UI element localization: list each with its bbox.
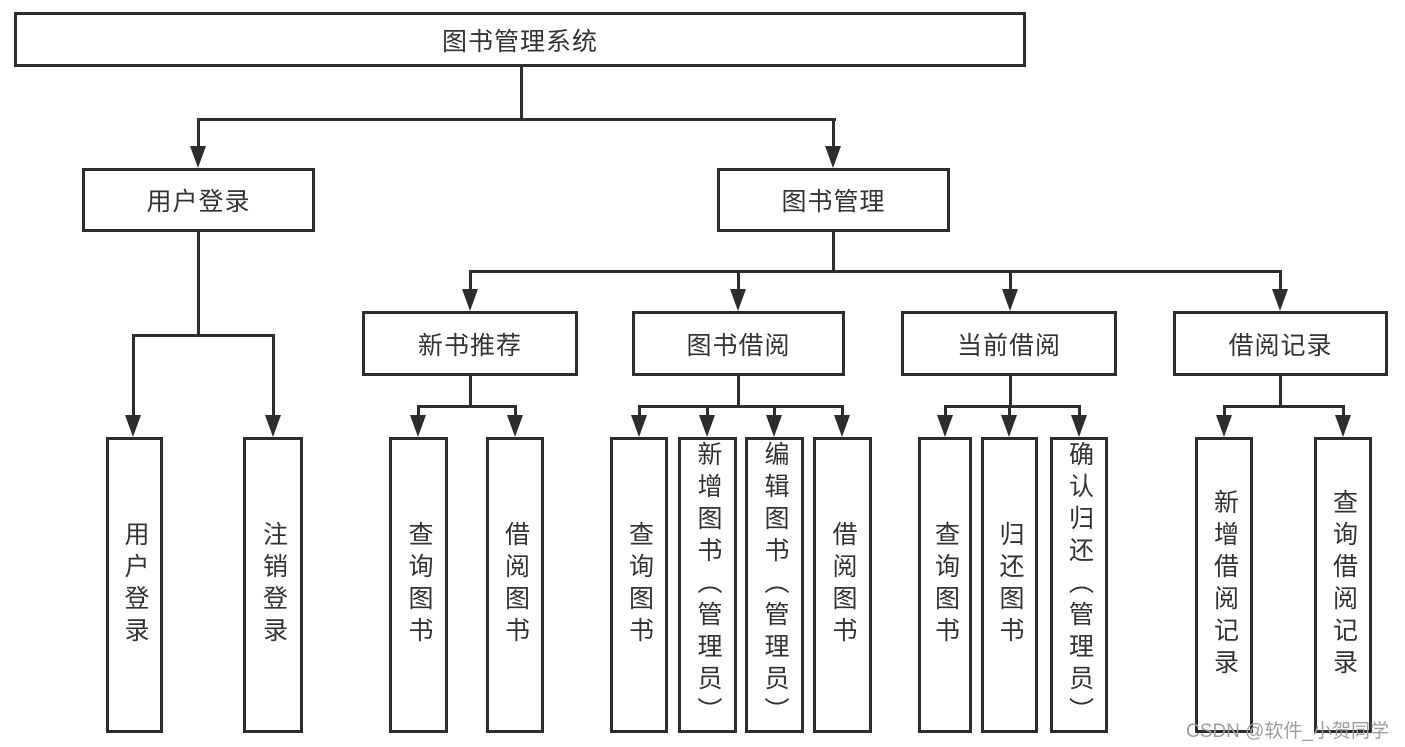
node-leaf-user-login: 用户登录: [106, 437, 163, 733]
arrow-down-icon: [1001, 415, 1017, 437]
connector-line: [1223, 405, 1345, 408]
watermark: CSDN @软件_小贺同学: [1186, 721, 1389, 742]
connector-line: [520, 66, 523, 120]
connector-line: [773, 407, 776, 415]
connector-line: [832, 232, 835, 272]
connector-line: [272, 336, 275, 416]
node-cb-confirm-return: 确认归还（管理员）: [1050, 437, 1108, 733]
arrow-down-icon: [462, 289, 478, 311]
node-br-add-record: 新增借阅记录: [1195, 437, 1253, 733]
connector-line: [132, 334, 275, 337]
node-bb-borrow-book: 借阅图书: [813, 437, 872, 733]
arrow-down-icon: [265, 415, 281, 437]
arrow-down-icon: [1071, 415, 1087, 437]
node-new-book-recommend: 新书推荐: [362, 311, 578, 376]
node-rec-borrow-book: 借阅图书: [486, 437, 544, 733]
connector-line: [469, 272, 472, 290]
node-book-management: 图书管理: [717, 168, 950, 232]
connector-line: [706, 407, 709, 415]
connector-line: [197, 120, 200, 148]
node-br-query-record: 查询借阅记录: [1314, 437, 1372, 733]
arrow-down-icon: [825, 146, 841, 168]
connector-line: [737, 376, 740, 407]
connector-line: [469, 376, 472, 407]
connector-line: [514, 407, 517, 415]
connector-line: [132, 336, 135, 416]
arrow-down-icon: [190, 146, 206, 168]
connector-line: [638, 407, 641, 415]
arrow-down-icon: [766, 415, 782, 437]
arrow-down-icon: [1272, 289, 1288, 311]
connector-line: [944, 407, 947, 415]
connector-line: [1078, 407, 1081, 415]
connector-line: [1223, 407, 1226, 415]
connector-line: [737, 272, 740, 290]
arrow-down-icon: [631, 415, 647, 437]
node-user-login: 用户登录: [82, 168, 315, 232]
connector-line: [1008, 407, 1011, 415]
arrow-down-icon: [125, 415, 141, 437]
node-current-borrow: 当前借阅: [901, 311, 1117, 376]
node-book-borrow: 图书借阅: [632, 311, 845, 376]
connector-line: [1009, 272, 1012, 290]
arrow-down-icon: [730, 289, 746, 311]
connector-line: [197, 118, 836, 121]
connector-line: [841, 407, 844, 415]
arrow-down-icon: [834, 415, 850, 437]
node-bb-edit-book: 编辑图书（管理员）: [745, 437, 804, 733]
arrow-down-icon: [1216, 415, 1232, 437]
node-library-system: 图书管理系统: [14, 12, 1026, 67]
arrow-down-icon: [937, 415, 953, 437]
connector-line: [417, 405, 517, 408]
node-bb-add-book: 新增图书（管理员）: [678, 437, 737, 733]
node-bb-query-book: 查询图书: [610, 437, 668, 733]
arrow-down-icon: [1335, 415, 1351, 437]
node-cb-query-book: 查询图书: [918, 437, 972, 733]
node-rec-query-book: 查询图书: [389, 437, 448, 733]
node-borrow-records: 借阅记录: [1173, 311, 1388, 376]
arrow-down-icon: [410, 415, 426, 437]
connector-line: [469, 270, 1282, 273]
connector-line: [417, 407, 420, 415]
connector-line: [832, 120, 835, 148]
connector-line: [1279, 272, 1282, 290]
arrow-down-icon: [699, 415, 715, 437]
connector-line: [944, 405, 1081, 408]
arrow-down-icon: [1002, 289, 1018, 311]
node-cb-return-book: 归还图书: [981, 437, 1038, 733]
connector-line: [197, 232, 200, 336]
connector-line: [638, 405, 844, 408]
arrow-down-icon: [507, 415, 523, 437]
connector-line: [1342, 407, 1345, 415]
node-leaf-logout: 注销登录: [243, 437, 303, 733]
connector-line: [1279, 376, 1282, 407]
connector-line: [1009, 376, 1012, 407]
